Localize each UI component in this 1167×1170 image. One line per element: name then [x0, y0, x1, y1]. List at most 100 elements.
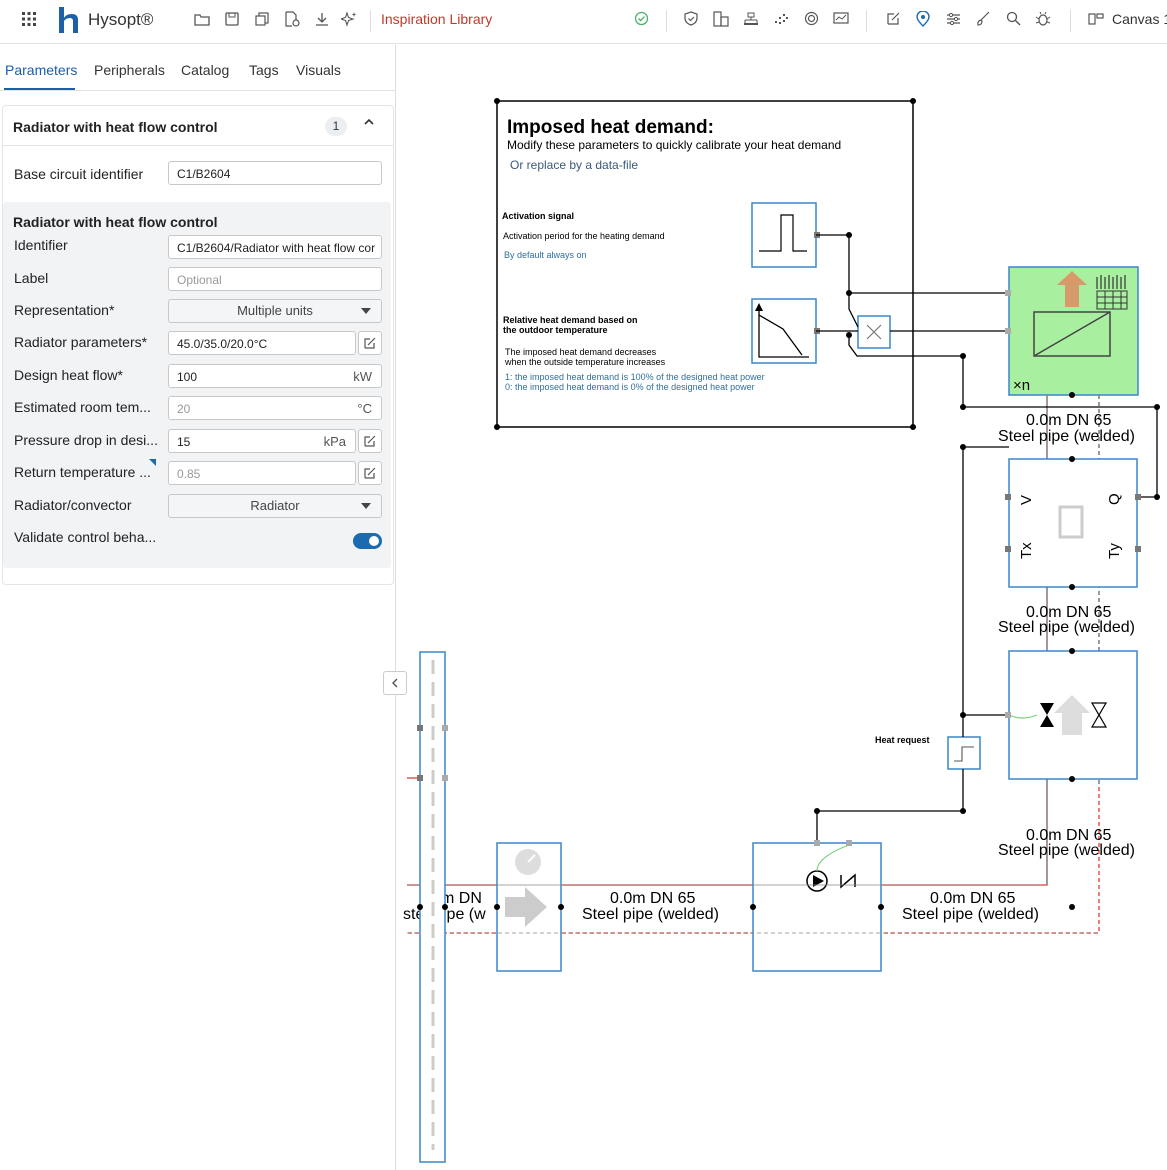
pipe-length-partial: m DN	[441, 890, 482, 907]
diagram-canvas[interactable]: Imposed heat demand: Modify these parame…	[397, 45, 1167, 1170]
pipe-length-label: 0.0m DN 65	[930, 890, 1015, 907]
radiator-params-label: Radiator parameters*	[14, 334, 148, 350]
activation-title: Activation signal	[502, 211, 574, 221]
app-name: Hysopt®	[88, 10, 154, 29]
representation-select[interactable]: Multiple units	[168, 299, 382, 323]
card-header[interactable]: Radiator with heat flow control 1	[3, 106, 393, 146]
sensor-ty: Ty	[1106, 543, 1123, 559]
edit-icon[interactable]	[883, 11, 903, 31]
tab-tags[interactable]: Tags	[249, 62, 279, 78]
collapse-panel-button[interactable]	[383, 671, 407, 695]
count-badge: 1	[325, 117, 347, 136]
monitor-chart-icon[interactable]	[831, 11, 851, 31]
radiator-params-input[interactable]: 45.0/35.0/20.0°C	[168, 331, 356, 355]
location-settings-icon[interactable]	[913, 10, 933, 31]
section-title: Radiator with heat flow control	[13, 214, 218, 230]
room-temp-label: Estimated room tem...	[14, 399, 151, 415]
pipe-type-label: Steel pipe (welded)	[998, 619, 1135, 636]
target-icon[interactable]	[801, 11, 821, 31]
representation-label: Representation*	[14, 302, 115, 318]
zoom-icon[interactable]	[1003, 11, 1023, 31]
pipe-length-label: 0.0m DN 65	[1026, 604, 1111, 621]
base-circuit-input[interactable]: C1/B2604	[168, 161, 382, 185]
activation-signal-block[interactable]	[751, 202, 817, 268]
pipe-type-label: Steel pipe (welded)	[998, 842, 1135, 859]
relative-title-2: the outdoor temperature	[503, 325, 608, 335]
pressure-drop-value: 15	[177, 435, 191, 449]
identifier-input[interactable]: C1/B2604/Radiator with heat flow cor	[168, 235, 382, 259]
sensor-v: V	[1018, 495, 1035, 505]
check-circle-icon[interactable]	[631, 11, 651, 31]
sliders-icon[interactable]	[943, 11, 963, 31]
radiator-params-edit-button[interactable]	[358, 331, 382, 355]
radiator-convector-select[interactable]: Radiator	[168, 494, 382, 518]
heat-request-label: Heat request	[875, 735, 930, 745]
tab-catalog[interactable]: Catalog	[181, 62, 230, 78]
parameters-panel: Parameters Peripherals Catalog Tags Visu…	[0, 45, 396, 1170]
sensor-block[interactable]	[1008, 458, 1138, 588]
shield-icon[interactable]	[681, 11, 701, 31]
hydraulic-diagram: Imposed heat demand: Modify these parame…	[403, 98, 1160, 1163]
building-icon[interactable]	[711, 11, 731, 31]
inspiration-library-link[interactable]: Inspiration Library	[381, 11, 493, 27]
pump-block[interactable]	[752, 842, 882, 972]
validate-control-label: Validate control beha...	[14, 529, 157, 545]
info-corner-icon[interactable]	[149, 459, 156, 466]
heat-demand-frame[interactable]	[496, 100, 914, 428]
pipe-length-label: 0.0m DN 65	[610, 890, 695, 907]
relative-desc-1: The imposed heat demand decreases	[505, 347, 657, 357]
representation-value: Multiple units	[237, 303, 313, 318]
tab-visuals[interactable]: Visuals	[296, 62, 341, 78]
design-heat-flow-label: Design heat flow*	[14, 367, 123, 383]
label-input[interactable]: Optional	[168, 267, 382, 291]
chart-dots-icon[interactable]	[771, 11, 791, 31]
toolbar-divider	[370, 10, 371, 32]
file-settings-icon[interactable]	[282, 11, 302, 31]
return-temp-edit-button[interactable]	[358, 461, 382, 485]
demand-subtitle: Modify these parameters to quickly calib…	[507, 138, 841, 152]
pressure-drop-edit-button[interactable]	[358, 429, 382, 453]
pipe-length-label: 0.0m DN 65	[1026, 412, 1111, 429]
ai-sparkle-icon[interactable]	[339, 11, 359, 31]
bug-icon[interactable]	[1033, 11, 1053, 31]
pressure-drop-input[interactable]: 15 kPa	[168, 429, 356, 453]
canvas-selector[interactable]: Canvas 1	[1112, 11, 1167, 27]
apps-grid-icon[interactable]	[19, 11, 39, 31]
top-bar: Hysopt® Inspiration Library	[0, 0, 1167, 44]
relative-note-2: 0: the imposed heat demand is 0% of the …	[505, 382, 755, 392]
heat-request-block[interactable]	[947, 736, 981, 770]
chevron-left-icon	[392, 678, 398, 688]
pipe-type-partial-left: ste	[403, 906, 424, 923]
component-card: Radiator with heat flow control 1 Base c…	[2, 105, 394, 585]
save-icon[interactable]	[222, 11, 242, 31]
room-temp-input[interactable]: 20 °C	[168, 396, 382, 420]
heater-multiplier: ×n	[1013, 377, 1030, 394]
return-temp-input[interactable]: 0.85	[168, 461, 356, 485]
brush-icon[interactable]	[973, 11, 993, 31]
chevron-up-icon[interactable]	[363, 116, 375, 131]
edit-icon	[364, 467, 376, 479]
hierarchy-icon[interactable]	[741, 11, 761, 31]
download-icon[interactable]	[312, 11, 332, 31]
activation-desc: Activation period for the heating demand	[503, 231, 665, 241]
panel-tabs: Parameters Peripherals Catalog Tags Visu…	[0, 45, 395, 91]
room-temp-value: 20	[177, 402, 191, 416]
edit-icon	[364, 337, 376, 349]
tab-parameters[interactable]: Parameters	[5, 62, 78, 78]
validate-control-toggle[interactable]	[353, 533, 382, 549]
open-folder-icon[interactable]	[192, 11, 212, 31]
toolbar-divider	[666, 10, 667, 32]
design-heat-flow-input[interactable]: 100 kW	[168, 364, 382, 388]
toolbar-divider	[1070, 10, 1071, 32]
copy-icon[interactable]	[252, 11, 272, 31]
tab-peripherals[interactable]: Peripherals	[94, 62, 165, 78]
unit-kpa: kPa	[323, 434, 346, 449]
return-temp-label: Return temperature ...	[14, 464, 151, 480]
label-label: Label	[14, 270, 49, 286]
canvas-layout-icon[interactable]	[1086, 11, 1106, 31]
activation-default: By default always on	[504, 250, 587, 260]
pipe-type-partial: ipe (w	[443, 906, 486, 923]
demand-datafile-hint: Or replace by a data-file	[510, 158, 638, 172]
demand-title: Imposed heat demand:	[507, 117, 714, 138]
sensor-q: Q	[1106, 493, 1123, 505]
